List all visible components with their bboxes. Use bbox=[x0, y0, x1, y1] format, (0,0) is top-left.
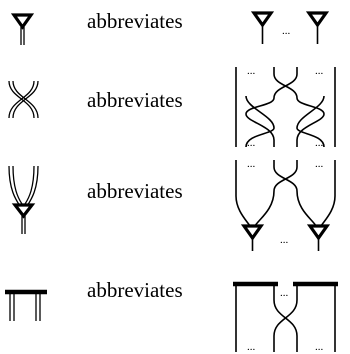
row-3-left-symbol bbox=[8, 165, 39, 234]
row-4-ellipsis-bottom-right: ... bbox=[315, 341, 324, 353]
row-1-left-symbol bbox=[10, 13, 35, 45]
row-2-ellipsis-top-right: ... bbox=[315, 65, 324, 77]
row-3-label: abbreviates bbox=[87, 179, 183, 203]
row-3-ellipsis-bottom: ... bbox=[280, 234, 289, 246]
row-3-ellipsis-top-right: ... bbox=[315, 158, 324, 170]
row-2-left-symbol bbox=[8, 80, 39, 119]
row-2-ellipsis-bottom-left: ... bbox=[247, 137, 256, 149]
row-4-label: abbreviates bbox=[87, 278, 183, 302]
row-3-ellipsis-top-left: ... bbox=[247, 158, 256, 170]
row-2-label: abbreviates bbox=[87, 88, 183, 112]
row-1-right-expansion: ... bbox=[250, 11, 330, 44]
row-2-right-expansion: ... ... ... ... bbox=[235, 65, 336, 149]
row-3-right-expansion: ... ... ... bbox=[235, 158, 336, 251]
row-4-ellipsis-bottom-left: ... bbox=[247, 341, 256, 353]
row-1-ellipsis: ... bbox=[282, 25, 291, 37]
row-2-ellipsis-bottom-right: ... bbox=[315, 137, 324, 149]
row-4-ellipsis-top: ... bbox=[280, 287, 289, 299]
row-4-left-symbol bbox=[5, 289, 47, 321]
row-1-label: abbreviates bbox=[87, 9, 183, 33]
row-4-right-expansion: ... ... ... bbox=[233, 281, 338, 353]
row-2-ellipsis-top-left: ... bbox=[247, 65, 256, 77]
